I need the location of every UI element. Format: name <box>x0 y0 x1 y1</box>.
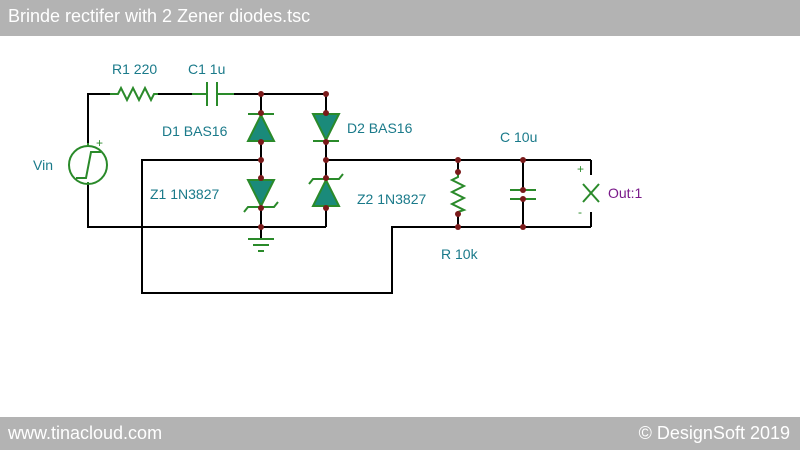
r-label: R 10k <box>441 246 479 262</box>
wire-vin-top <box>87 93 110 143</box>
junction-dot <box>323 110 329 116</box>
junction-dot <box>323 205 329 211</box>
d2-diode[interactable] <box>311 113 341 143</box>
junction-dot <box>258 205 264 211</box>
junction-dot <box>520 187 526 193</box>
wire-mid-left-return <box>141 159 591 294</box>
vin-plus-sign: + <box>96 136 103 150</box>
window-title: Brinde rectifer with 2 Zener diodes.tsc <box>8 6 311 26</box>
junction-dot <box>323 139 329 145</box>
junction-dot <box>323 157 329 163</box>
out-plus-sign: + <box>577 162 584 176</box>
junction-dot <box>258 224 264 230</box>
junction-dot <box>520 224 526 230</box>
junction-dot <box>455 157 461 163</box>
c1-label: C1 1u <box>188 61 225 77</box>
c-label: C 10u <box>500 129 537 145</box>
r-resistor[interactable] <box>449 172 467 214</box>
junction-dot <box>323 91 329 97</box>
junction-dot <box>258 175 264 181</box>
junction-dot <box>323 175 329 181</box>
r1-resistor[interactable] <box>110 85 158 103</box>
junctions <box>258 91 526 230</box>
junction-dot <box>520 196 526 202</box>
out-meter[interactable] <box>582 183 600 203</box>
out-label: Out:1 <box>608 185 642 201</box>
vin-source[interactable] <box>68 143 108 185</box>
ground-icon <box>248 238 274 252</box>
footer-bar: www.tinacloud.com © DesignSoft 2019 <box>0 417 800 450</box>
junction-dot <box>455 211 461 217</box>
wire-vin-bottom <box>87 182 326 228</box>
junction-dot <box>455 224 461 230</box>
d1-label: D1 BAS16 <box>162 123 228 139</box>
out-minus-sign: - <box>578 205 582 219</box>
junction-dot <box>258 91 264 97</box>
c1-capacitor[interactable] <box>192 82 234 106</box>
footer-copyright: © DesignSoft 2019 <box>638 423 790 443</box>
junction-dot <box>258 139 264 145</box>
title-bar: Brinde rectifer with 2 Zener diodes.tsc <box>0 0 800 36</box>
z2-label: Z2 1N3827 <box>357 191 426 207</box>
d2-label: D2 BAS16 <box>347 120 413 136</box>
junction-dot <box>520 157 526 163</box>
d1-diode[interactable] <box>246 112 276 142</box>
vin-label: Vin <box>33 157 53 173</box>
footer-website[interactable]: www.tinacloud.com <box>8 423 163 443</box>
schematic-canvas: Vin + R1 220 C1 1u D1 BAS16 D2 BAS16 Z1 … <box>33 61 642 294</box>
z1-label: Z1 1N3827 <box>150 186 219 202</box>
junction-dot <box>455 169 461 175</box>
junction-dot <box>258 157 264 163</box>
junction-dot <box>258 110 264 116</box>
r1-label: R1 220 <box>112 61 157 77</box>
